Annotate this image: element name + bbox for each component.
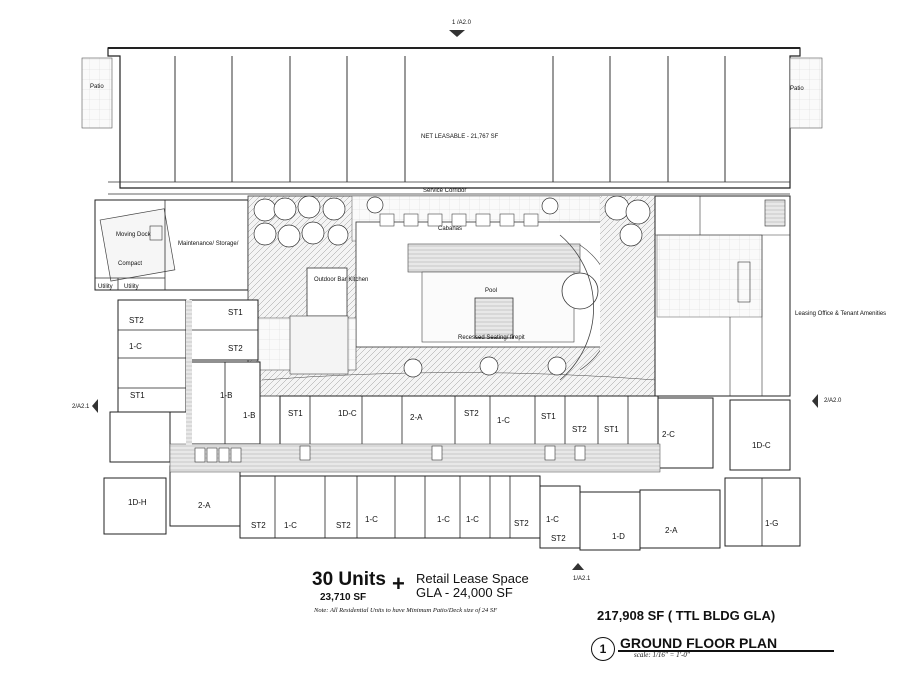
utility-right-label: Utility (124, 284, 139, 290)
compact-label: Compact (118, 261, 142, 267)
unit-label: 1-C (129, 342, 142, 351)
unit-label: 2-C (662, 430, 675, 439)
unit-label: 1-C (365, 515, 378, 524)
unit-label: ST2 (228, 344, 243, 353)
net-leasable-label: NET LEASABLE - 21,767 SF (421, 134, 499, 140)
unit-label: 2-A (410, 413, 423, 422)
unit-label: 1-C (497, 416, 510, 425)
leasing-office-label: Leasing Office & Tenant Amenities (795, 311, 886, 317)
section-mark-left: 2/A2.1 (72, 399, 98, 413)
unit-label: ST1 (541, 412, 556, 421)
unit-label: 1-C (546, 515, 559, 524)
courtyard (247, 195, 657, 397)
unit-label: ST2 (464, 409, 479, 418)
recessed-seating-label: Recessed Seating/ firepit (458, 335, 525, 341)
maintenance-label: Maintenance/ Storage/ (178, 241, 239, 247)
unit-labels: ST2 ST1 1-C ST1 ST2 1-B 1-B ST1 1D-C 2-A… (128, 308, 778, 543)
leasing-office (654, 195, 791, 397)
outdoor-kitchen-label: Outdoor Bar Kitchen (314, 277, 368, 283)
section-mark-top: 1 /A2.0 (449, 20, 472, 37)
unit-label: 1-C (466, 515, 479, 524)
cabana-row (379, 213, 539, 227)
unit-label: ST2 (251, 521, 266, 530)
section-mark-right: 2/A2.0 (812, 394, 842, 408)
unit-label: ST1 (288, 409, 303, 418)
unit-label: 2-A (665, 526, 678, 535)
patio-right: Patio (789, 57, 823, 129)
svg-text:1 /A2.0: 1 /A2.0 (452, 20, 472, 26)
service-corridor-label: Service Corridor (423, 188, 466, 194)
unit-label: 2-A (198, 501, 211, 510)
unit-label: 1-D (612, 532, 625, 541)
unit-label: 1D-C (338, 409, 357, 418)
unit-label: 1-B (220, 391, 232, 400)
back-of-house: Moving Dock Compact Utility Utility Main… (94, 199, 249, 291)
stair-boxes (194, 445, 586, 463)
unit-label: ST1 (130, 391, 145, 400)
unit-label: ST1 (228, 308, 243, 317)
cabanas-label: Cabanas (438, 226, 462, 232)
unit-label: 1D-H (128, 498, 147, 507)
unit-label: 1-B (243, 411, 255, 420)
unit-label: ST2 (572, 425, 587, 434)
utility-left-label: Utility (98, 284, 113, 290)
patio-left: Patio (81, 57, 113, 129)
section-mark-bottom: 1/A2.1 (572, 563, 591, 582)
svg-text:Patio: Patio (790, 86, 804, 92)
moving-dock-label: Moving Dock (116, 232, 152, 238)
unit-label: ST2 (129, 316, 144, 325)
svg-text:2/A2.1: 2/A2.1 (72, 404, 90, 410)
svg-text:1/A2.1: 1/A2.1 (573, 576, 591, 582)
retail-block (107, 47, 801, 195)
svg-text:2/A2.0: 2/A2.0 (824, 398, 842, 404)
unit-label: 1D-C (752, 441, 771, 450)
unit-label: ST2 (551, 534, 566, 543)
unit-label: ST1 (604, 425, 619, 434)
trees (253, 195, 651, 378)
unit-label: 1-C (284, 521, 297, 530)
svg-text:Patio: Patio (90, 84, 104, 90)
unit-label: 1-G (765, 519, 778, 528)
unit-label: ST2 (514, 519, 529, 528)
unit-label: ST2 (336, 521, 351, 530)
pool-label: Pool (485, 288, 497, 294)
unit-label: 1-C (437, 515, 450, 524)
